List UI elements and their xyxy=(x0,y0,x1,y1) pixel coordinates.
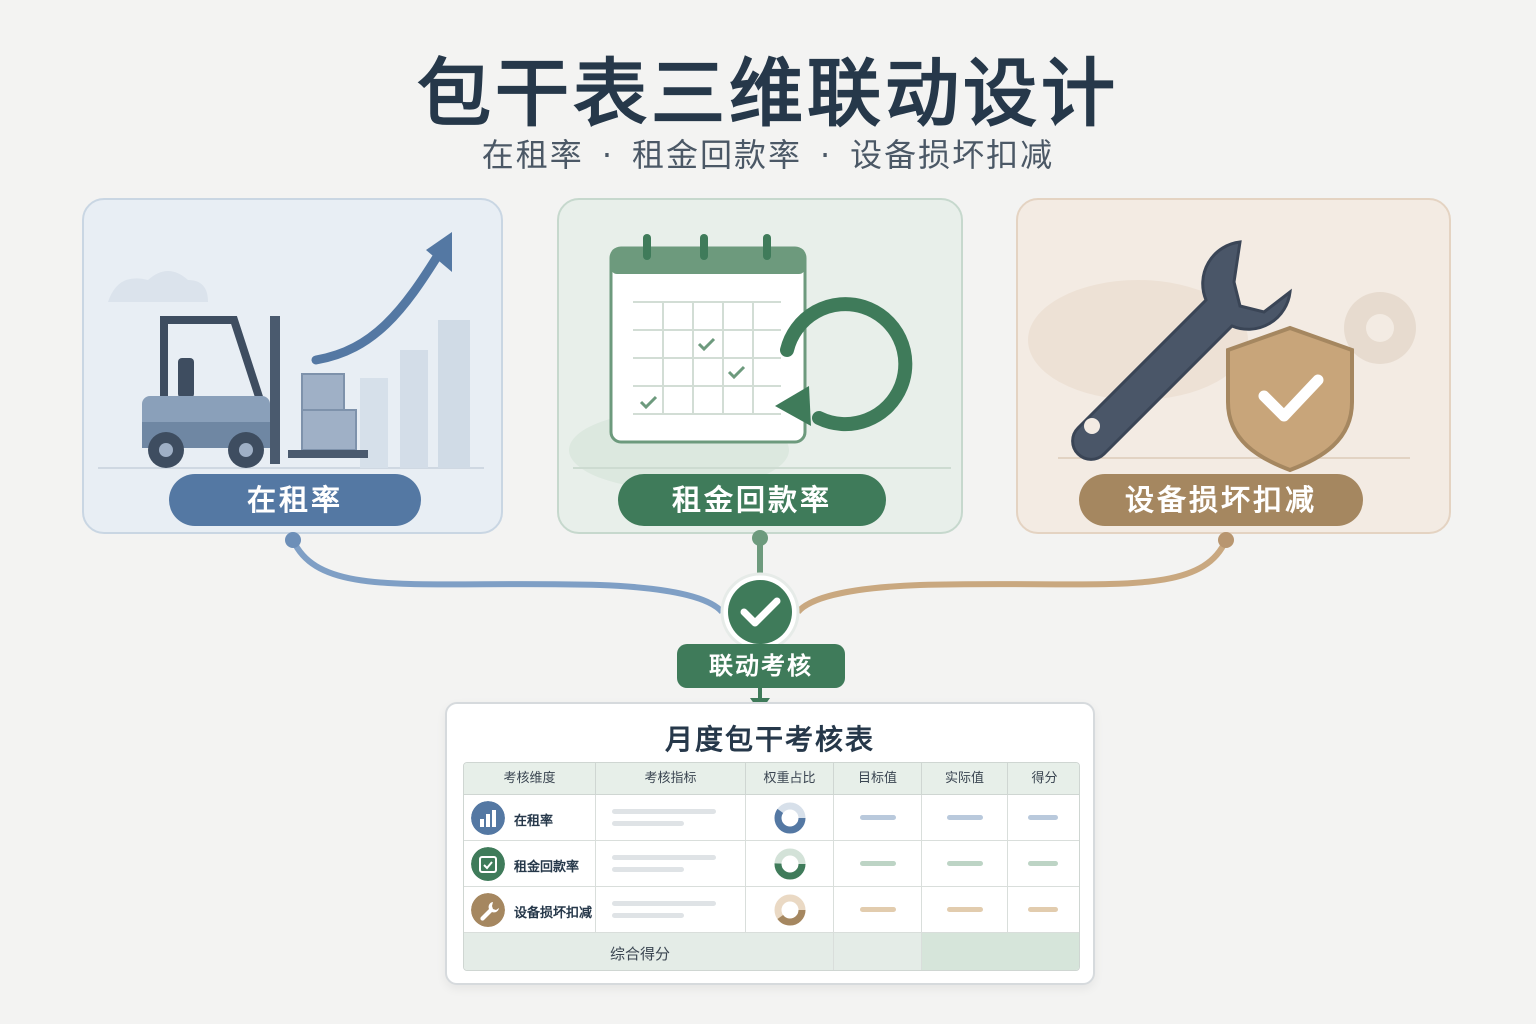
check-circle-icon xyxy=(728,580,792,644)
target-cell xyxy=(834,841,922,887)
label-occupancy-rate: 在租率 xyxy=(169,474,421,526)
weight-cell xyxy=(746,841,834,887)
linked-assessment-badge: 联动考核 xyxy=(677,644,845,688)
total-row: 综合得分 xyxy=(464,933,834,970)
forklift-icon xyxy=(98,232,484,469)
table-title: 月度包干考核表 xyxy=(664,723,875,756)
monthly-assessment-table: 月度包干考核表 考核维度 考核指标 权重占比 目标值 实际值 得分 在租率 租金… xyxy=(445,702,1095,985)
row-label: 租金回款率 xyxy=(514,860,580,875)
assessment-grid: 考核维度 考核指标 权重占比 目标值 实际值 得分 在租率 租金回款率 设备损坏… xyxy=(463,762,1080,971)
wrench-shield-icon xyxy=(1028,240,1416,473)
col-header: 得分 xyxy=(1008,763,1079,795)
score-cell xyxy=(1008,795,1079,841)
wrench-icon xyxy=(471,893,505,927)
target-cell xyxy=(834,887,922,933)
bar-chart-icon xyxy=(471,801,505,835)
col-header: 考核指标 xyxy=(596,763,746,795)
actual-cell xyxy=(922,841,1008,887)
subtitle-item-occupancy: 在租率 xyxy=(481,136,584,174)
label-collection-rate: 租金回款率 xyxy=(618,474,886,526)
page-subtitle: 在租率 · 租金回款率 · 设备损坏扣减 xyxy=(0,130,1536,176)
donut-icon xyxy=(774,894,806,926)
weight-cell xyxy=(746,887,834,933)
actual-cell xyxy=(922,887,1008,933)
indicator-cell xyxy=(596,795,746,841)
col-header: 实际值 xyxy=(922,763,1008,795)
table-row: 设备损坏扣减 xyxy=(464,887,596,933)
subtitle-separator: · xyxy=(820,136,833,174)
total-label: 综合得分 xyxy=(609,945,670,963)
table-row: 租金回款率 xyxy=(464,841,596,887)
actual-cell xyxy=(922,795,1008,841)
indicator-cell xyxy=(596,887,746,933)
donut-icon xyxy=(774,848,806,880)
page-title: 包干表三维联动设计 xyxy=(417,51,1119,137)
subtitle-item-collection: 租金回款率 xyxy=(631,136,802,174)
donut-icon xyxy=(774,802,806,834)
score-cell xyxy=(1008,887,1079,933)
card-collection-rate xyxy=(557,198,963,534)
table-row: 在租率 xyxy=(464,795,596,841)
col-header: 考核维度 xyxy=(464,763,596,795)
target-cell xyxy=(834,795,922,841)
row-label: 在租率 xyxy=(514,814,554,829)
col-header: 目标值 xyxy=(834,763,922,795)
score-cell xyxy=(1008,841,1079,887)
row-label: 设备损坏扣减 xyxy=(514,906,593,921)
total-score-cell xyxy=(922,933,1079,970)
calendar-refresh-icon xyxy=(569,234,951,490)
subtitle-separator: · xyxy=(601,136,614,174)
weight-cell xyxy=(746,795,834,841)
calendar-icon xyxy=(471,847,505,881)
label-damage-deduction: 设备损坏扣减 xyxy=(1079,474,1363,526)
subtitle-item-damage: 设备损坏扣减 xyxy=(850,136,1055,174)
total-cell xyxy=(834,933,922,970)
indicator-cell xyxy=(596,841,746,887)
col-header: 权重占比 xyxy=(746,763,834,795)
